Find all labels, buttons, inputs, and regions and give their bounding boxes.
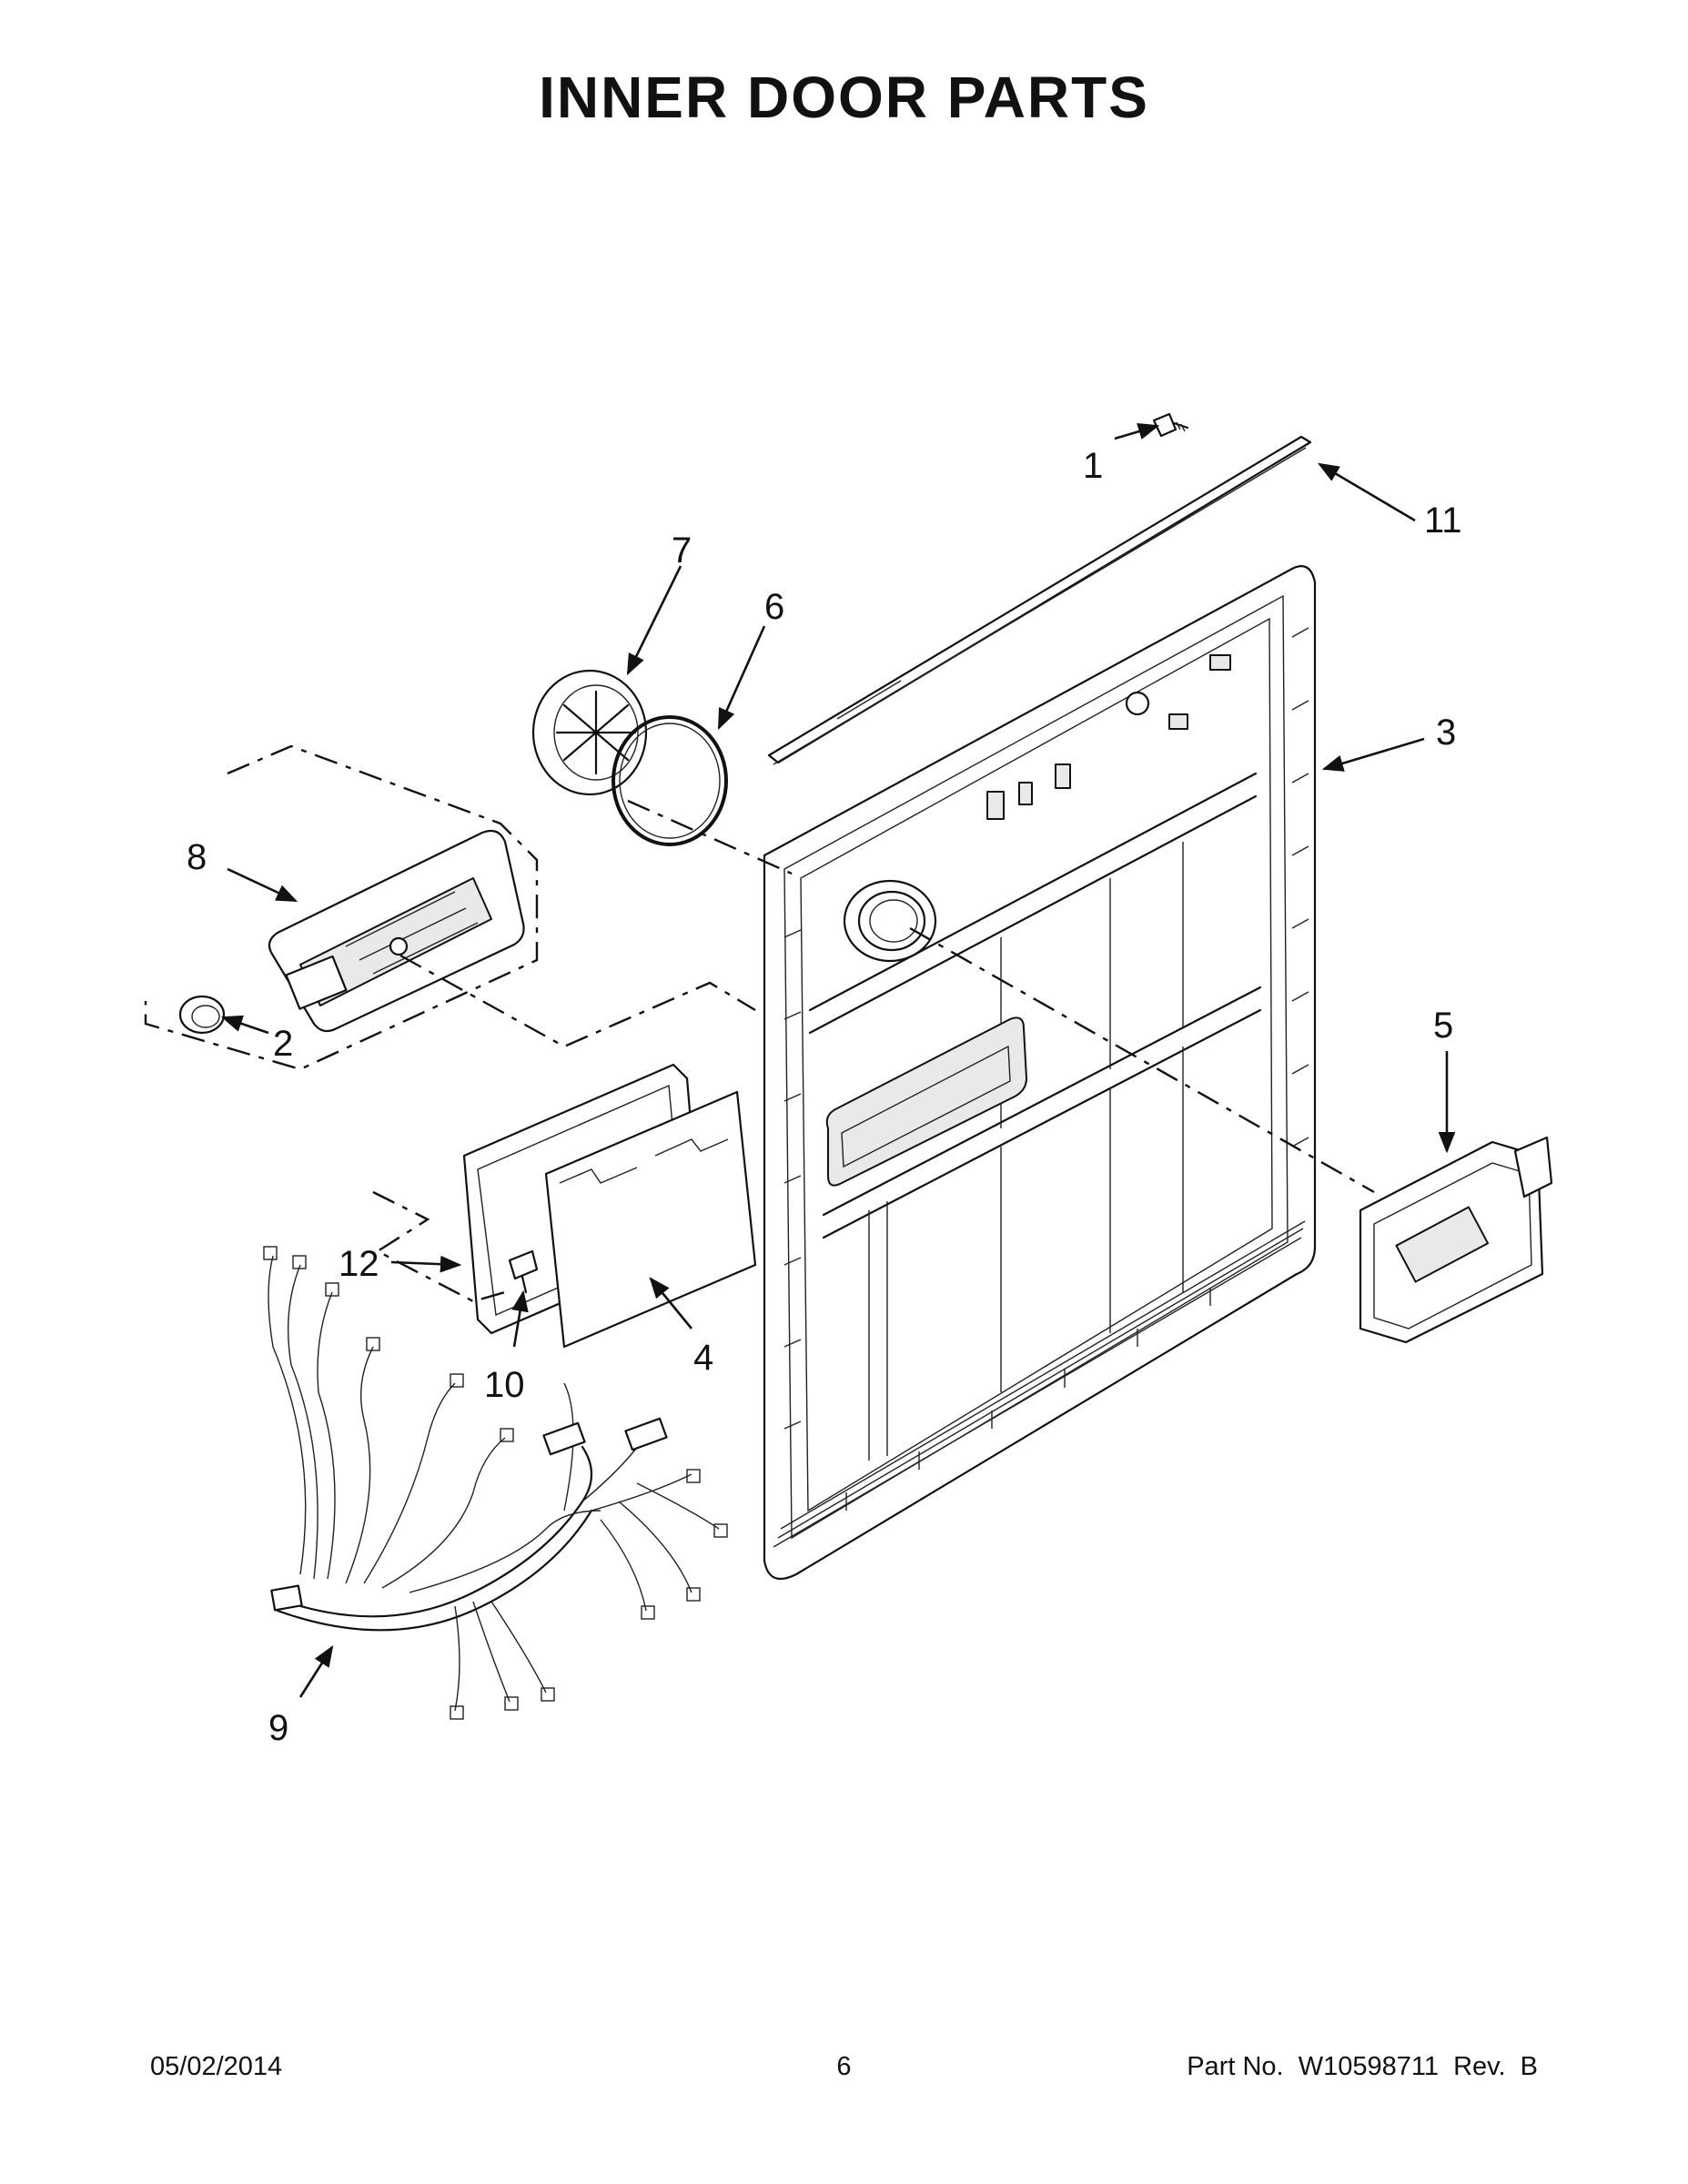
callout-6: 6 bbox=[764, 587, 784, 627]
screw-part-10 bbox=[508, 1249, 539, 1294]
callout-1: 1 bbox=[1083, 446, 1103, 486]
dispenser-part-8 bbox=[144, 744, 539, 1071]
callout-arrows bbox=[220, 423, 1456, 1698]
vent-cap-part-7 bbox=[531, 669, 648, 796]
page-title: INNER DOOR PARTS bbox=[539, 65, 1149, 130]
inner-door-panel bbox=[763, 565, 1317, 1581]
leader-lines bbox=[372, 799, 1375, 1303]
callout-5: 5 bbox=[1433, 1006, 1453, 1046]
duct-part-5 bbox=[1359, 1136, 1553, 1344]
footer-page-number: 6 bbox=[836, 2052, 852, 2081]
callout-labels: 1 11 3 7 6 8 2 5 4 12 10 9 bbox=[187, 446, 1462, 1748]
footer-date: 05/02/2014 bbox=[150, 2052, 283, 2081]
top-trim-strip bbox=[767, 435, 1312, 765]
callout-7: 7 bbox=[672, 531, 692, 571]
screw-part-1 bbox=[1152, 412, 1189, 438]
control-board-part-4 bbox=[462, 1063, 757, 1349]
footer-part-number: Part No. W10598711 Rev. B bbox=[1187, 2052, 1538, 2081]
callout-2: 2 bbox=[273, 1024, 293, 1064]
knob-part-2 bbox=[178, 995, 226, 1035]
wiring-harness-part-9 bbox=[263, 1246, 728, 1720]
callout-11: 11 bbox=[1424, 500, 1462, 541]
gasket-ring-part-6 bbox=[612, 715, 728, 846]
callout-8: 8 bbox=[187, 837, 207, 877]
callout-10: 10 bbox=[484, 1365, 525, 1405]
callout-9: 9 bbox=[268, 1708, 288, 1748]
callout-12: 12 bbox=[339, 1244, 379, 1284]
callout-3: 3 bbox=[1436, 713, 1456, 753]
callout-4: 4 bbox=[693, 1338, 713, 1378]
